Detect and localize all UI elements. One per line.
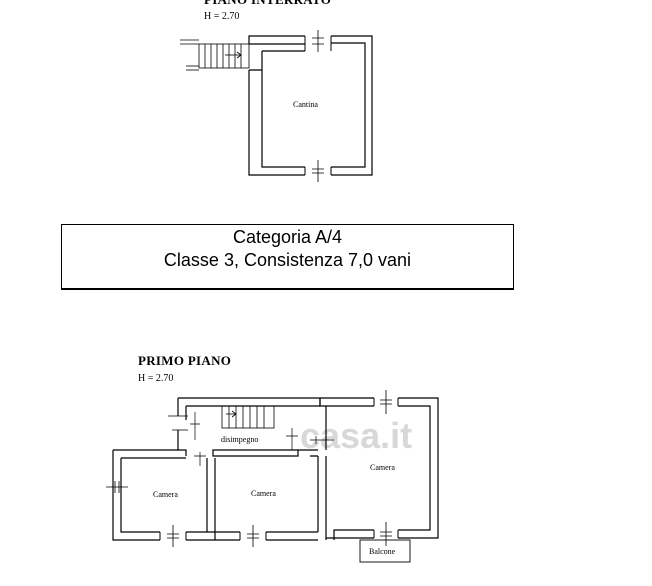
- first-floor-plan-title: PRIMO PIANO: [138, 353, 232, 368]
- cadastral-category: Categoria A/4: [232, 227, 343, 247]
- room-label-disimpegno: disimpegno: [221, 435, 258, 444]
- first-floor-stair: [221, 405, 275, 429]
- first-floor-height-label: H = 2.70: [138, 373, 174, 384]
- cadastral-info-box: Categoria A/4 Classe 3, Consistenza 7,0 …: [61, 224, 514, 290]
- cadastral-class-consistency: Classe 3, Consistenza 7,0 vani: [163, 250, 412, 270]
- room-label-camera-right: Camera: [370, 463, 395, 472]
- basement-plan-title: PIANO INTERRATO: [204, 0, 331, 8]
- room-label-camera-center: Camera: [251, 489, 276, 498]
- balcone-outline: [359, 539, 411, 563]
- room-label-cantina: Cantina: [293, 100, 318, 109]
- basement-plan: [180, 30, 373, 182]
- first-floor-plan: [106, 390, 439, 563]
- basement-height-label: H = 2.70: [204, 11, 240, 22]
- room-label-balcone: Balcone: [369, 547, 396, 556]
- room-label-camera-left: Camera: [153, 490, 178, 499]
- basement-stair: [180, 39, 250, 71]
- watermark-text: casa.it: [300, 415, 412, 456]
